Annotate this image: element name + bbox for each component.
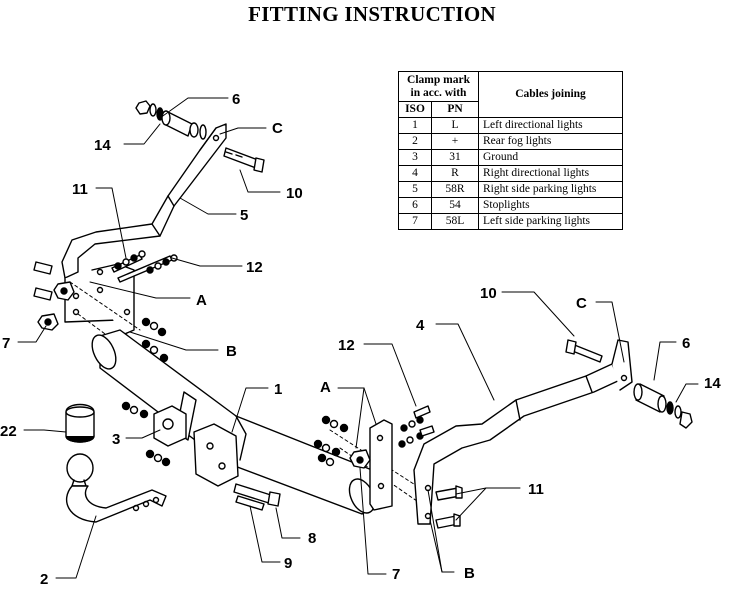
label-c-right: C — [576, 295, 587, 312]
label-7-bottom: 7 — [392, 566, 400, 583]
label-b-left: B — [226, 343, 237, 360]
cell-desc: Right side parking lights — [478, 181, 623, 198]
label-12-mid: 12 — [338, 337, 355, 354]
label-14-left: 14 — [94, 137, 111, 154]
cell-pn: 58R — [431, 181, 479, 198]
socket-plate-part-3 — [121, 401, 187, 467]
header-clamp-line1: Clamp mark — [407, 74, 470, 86]
label-b-right: B — [464, 565, 475, 582]
label-c-top: C — [272, 120, 283, 137]
label-3: 3 — [112, 431, 120, 448]
table-header-row: Clamp mark in acc. with Cables joining — [398, 71, 623, 118]
right-top-hardware — [565, 339, 693, 429]
label-a-left: A — [196, 292, 207, 309]
label-7-left: 7 — [2, 335, 10, 352]
cable-joining-table: Clamp mark in acc. with Cables joining I… — [398, 71, 623, 230]
label-14-right: 14 — [704, 375, 721, 392]
label-11-top: 11 — [72, 181, 88, 198]
page-title: FITTING INSTRUCTION — [248, 2, 496, 26]
ball-mount-part-2 — [65, 453, 167, 523]
cell-desc: Right directional lights — [478, 165, 623, 182]
left-bolt-stacks — [33, 250, 178, 363]
label-5: 5 — [240, 207, 248, 224]
header-pn: PN — [431, 101, 479, 118]
part-labels: 6 14 C 10 5 11 12 A B 7 1 3 22 2 8 9 A 1… — [0, 91, 721, 588]
right-mounting-plate — [349, 419, 393, 511]
right-side-bolts — [435, 485, 463, 529]
label-6-top: 6 — [232, 91, 240, 108]
label-8: 8 — [308, 530, 316, 547]
label-4: 4 — [416, 317, 425, 334]
right-bracket-part-4 — [413, 339, 633, 525]
header-cables-joining: Cables joining — [478, 71, 623, 118]
label-11-right: 11 — [528, 481, 544, 498]
cell-desc: Left side parking lights — [478, 213, 623, 230]
cell-desc: Stoplights — [478, 197, 623, 214]
header-clamp-mark: Clamp mark in acc. with — [398, 71, 479, 102]
label-2: 2 — [40, 571, 48, 588]
leader-lines — [17, 97, 699, 579]
label-9: 9 — [284, 555, 292, 572]
header-clamp-line2: in acc. with — [410, 87, 467, 99]
label-10-top: 10 — [286, 185, 303, 202]
left-bracket-part-5 — [61, 123, 227, 337]
label-6-right: 6 — [682, 335, 690, 352]
label-12-top: 12 — [246, 259, 263, 276]
label-a-mid: A — [320, 379, 331, 396]
label-22: 22 — [0, 423, 17, 440]
label-1: 1 — [274, 381, 282, 398]
middle-bolt-stacks — [313, 405, 435, 467]
tow-plate-bolts-8-9 — [193, 423, 281, 511]
label-10-right: 10 — [480, 285, 497, 302]
ball-cap-part-22 — [65, 403, 95, 443]
